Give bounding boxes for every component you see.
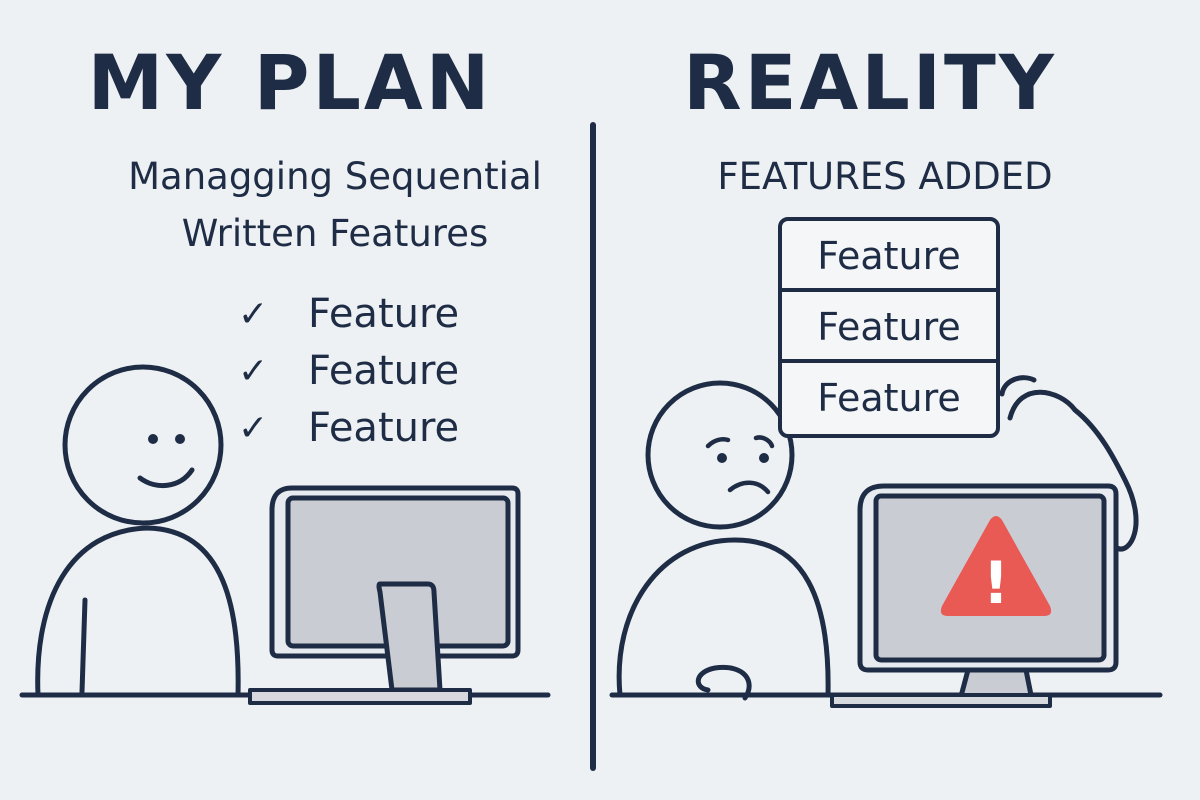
checklist-label: Feature bbox=[308, 291, 460, 337]
feature-checklist: ✓ Feature ✓ Feature ✓ Feature bbox=[238, 286, 459, 457]
stack-item: Feature bbox=[782, 292, 996, 363]
stack-item: Feature bbox=[782, 221, 996, 292]
plan-heading: MY PLAN bbox=[87, 38, 493, 127]
checkmark-icon: ✓ bbox=[238, 294, 269, 335]
smile-mouth bbox=[137, 467, 195, 489]
worried-person-body bbox=[616, 537, 831, 698]
plan-subtitle-line: Managging Sequential bbox=[128, 155, 542, 198]
happy-person-head bbox=[62, 364, 224, 526]
checklist-item: ✓ Feature bbox=[238, 343, 459, 400]
checkmark-icon: ✓ bbox=[238, 408, 269, 449]
checkmark-icon: ✓ bbox=[238, 351, 269, 392]
checklist-item: ✓ Feature bbox=[238, 400, 459, 457]
left-monitor-base bbox=[248, 688, 472, 705]
reality-heading: REALITY bbox=[683, 38, 1057, 127]
warning-exclamation: ! bbox=[983, 549, 1009, 617]
worried-person-hand-desk bbox=[695, 664, 752, 701]
plan-subtitle-line: Written Features bbox=[181, 212, 489, 255]
checklist-label: Feature bbox=[308, 405, 460, 451]
feature-stack: Feature Feature Feature bbox=[778, 217, 1000, 438]
left-monitor-stand bbox=[376, 581, 443, 693]
checklist-item: ✓ Feature bbox=[238, 286, 459, 343]
happy-person-body bbox=[35, 525, 241, 698]
plan-subtitle: Managging Sequential Written Features bbox=[60, 148, 610, 262]
stack-item: Feature bbox=[817, 376, 961, 420]
reality-subtitle: FEATURES ADDED bbox=[717, 155, 1053, 198]
worried-person-arm-raised bbox=[1007, 389, 1139, 552]
right-monitor-base bbox=[830, 693, 1052, 708]
worried-person-hand bbox=[999, 375, 1037, 397]
happy-person-arm-line bbox=[79, 597, 88, 695]
warning-triangle-icon bbox=[940, 516, 1052, 616]
checklist-label: Feature bbox=[308, 348, 460, 394]
worried-face-icon bbox=[705, 435, 775, 495]
smiling-face-icon bbox=[148, 434, 185, 444]
